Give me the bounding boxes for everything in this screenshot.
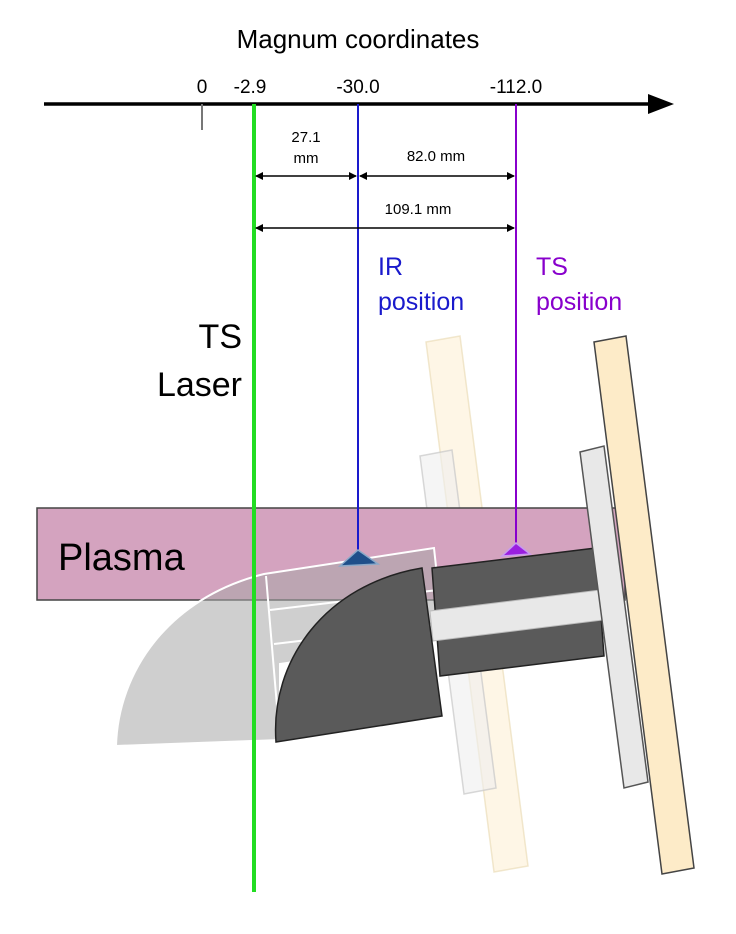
dim-label-ir-ts: 82.0 mm (407, 148, 465, 165)
ts-label-line2: position (536, 288, 622, 316)
dim-label-laser-ir-unit: mm (294, 150, 319, 167)
laser-label-line2: Laser (157, 366, 242, 404)
dim-label-laser-ir-value: 27.1 (291, 129, 320, 146)
beige-plate-front (593, 335, 695, 875)
tick-label-laser: -2.9 (234, 77, 267, 98)
dim-label-laser-ts: 109.1 mm (385, 201, 452, 218)
ir-label-line2: position (378, 288, 464, 316)
ts-marker (499, 542, 532, 557)
tick-label-0: 0 (197, 77, 208, 98)
ir-label-line1: IR (378, 253, 403, 281)
diagram-title: Magnum coordinates (237, 24, 480, 54)
tick-label-ts: -112.0 (490, 77, 542, 98)
tick-label-ir: -30.0 (336, 77, 379, 98)
ts-label-line1: TS (536, 253, 568, 281)
gray-plate-front (579, 445, 649, 789)
axis-arrowhead (648, 94, 674, 114)
target-head (274, 567, 443, 743)
ir-marker (337, 549, 381, 567)
laser-label-line1: TS (199, 318, 242, 356)
plasma-label: Plasma (58, 537, 186, 579)
